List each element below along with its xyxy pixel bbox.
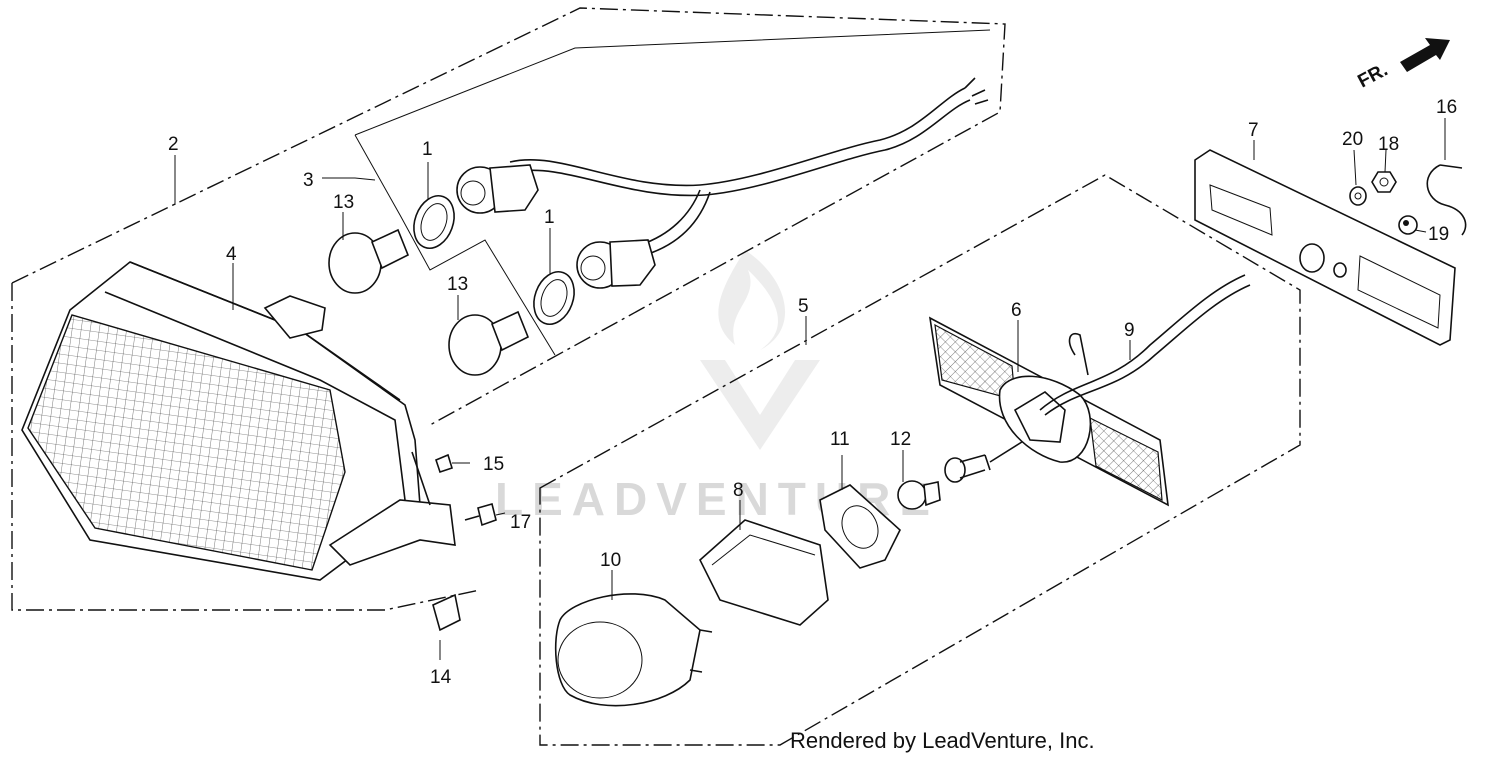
callout-8: 8 — [733, 480, 744, 501]
callout-19: 19 — [1428, 224, 1449, 245]
license-bracket — [1194, 149, 1456, 346]
callout-17: 17 — [510, 512, 531, 533]
bulb-upper — [328, 228, 410, 294]
clip-14 — [432, 593, 461, 632]
callout-13-lower: 13 — [447, 274, 468, 295]
license-wire — [1039, 274, 1251, 416]
socket-harness — [456, 77, 989, 289]
socket-gasket-lower — [533, 271, 575, 325]
callout-20: 20 — [1342, 129, 1363, 150]
bolt-17 — [464, 503, 506, 527]
callout-6: 6 — [1011, 300, 1022, 321]
hose-clamp-16 — [1426, 164, 1467, 236]
assembly-outline-5 — [539, 174, 1301, 746]
socket-spring — [944, 439, 1026, 483]
callout-16: 16 — [1436, 97, 1457, 118]
lens-cover — [699, 519, 829, 626]
front-direction-arrow: FR. — [1354, 38, 1450, 92]
callout-labels: 1 1 2 3 4 5 6 7 8 9 10 11 12 13 13 14 15… — [168, 97, 1457, 688]
callout-13-upper: 13 — [333, 192, 354, 213]
callout-11: 11 — [830, 429, 850, 450]
washer-20 — [1349, 186, 1367, 206]
nut-18 — [1371, 171, 1397, 193]
callout-9: 9 — [1124, 320, 1135, 341]
bulb-lower — [448, 310, 530, 376]
callout-18: 18 — [1378, 134, 1399, 155]
callout-1-lower: 1 — [544, 207, 555, 228]
assembly-outline-2 — [11, 7, 1006, 611]
callout-3: 3 — [303, 170, 314, 191]
callout-15: 15 — [483, 454, 504, 475]
callout-12: 12 — [890, 429, 911, 450]
callout-1-upper: 1 — [422, 139, 433, 160]
callout-2: 2 — [168, 134, 179, 155]
socket-gasket-upper — [413, 195, 455, 249]
watermark-logo — [700, 250, 820, 450]
license-lens — [554, 593, 713, 707]
callout-4: 4 — [226, 244, 237, 265]
grommet-19 — [1398, 215, 1418, 235]
screw-15 — [435, 453, 470, 474]
callout-7: 7 — [1248, 120, 1259, 141]
leader-lines — [174, 118, 1446, 660]
callout-14: 14 — [430, 667, 452, 688]
tail-light-housing — [21, 261, 456, 581]
callout-10: 10 — [600, 550, 621, 571]
front-direction-label: FR. — [1354, 60, 1391, 93]
group-outline-3 — [354, 29, 991, 356]
lens-gasket — [819, 484, 901, 569]
license-bulb — [897, 480, 941, 510]
footer-credit: Rendered by LeadVenture, Inc. — [790, 728, 1095, 753]
callout-5: 5 — [798, 296, 809, 317]
